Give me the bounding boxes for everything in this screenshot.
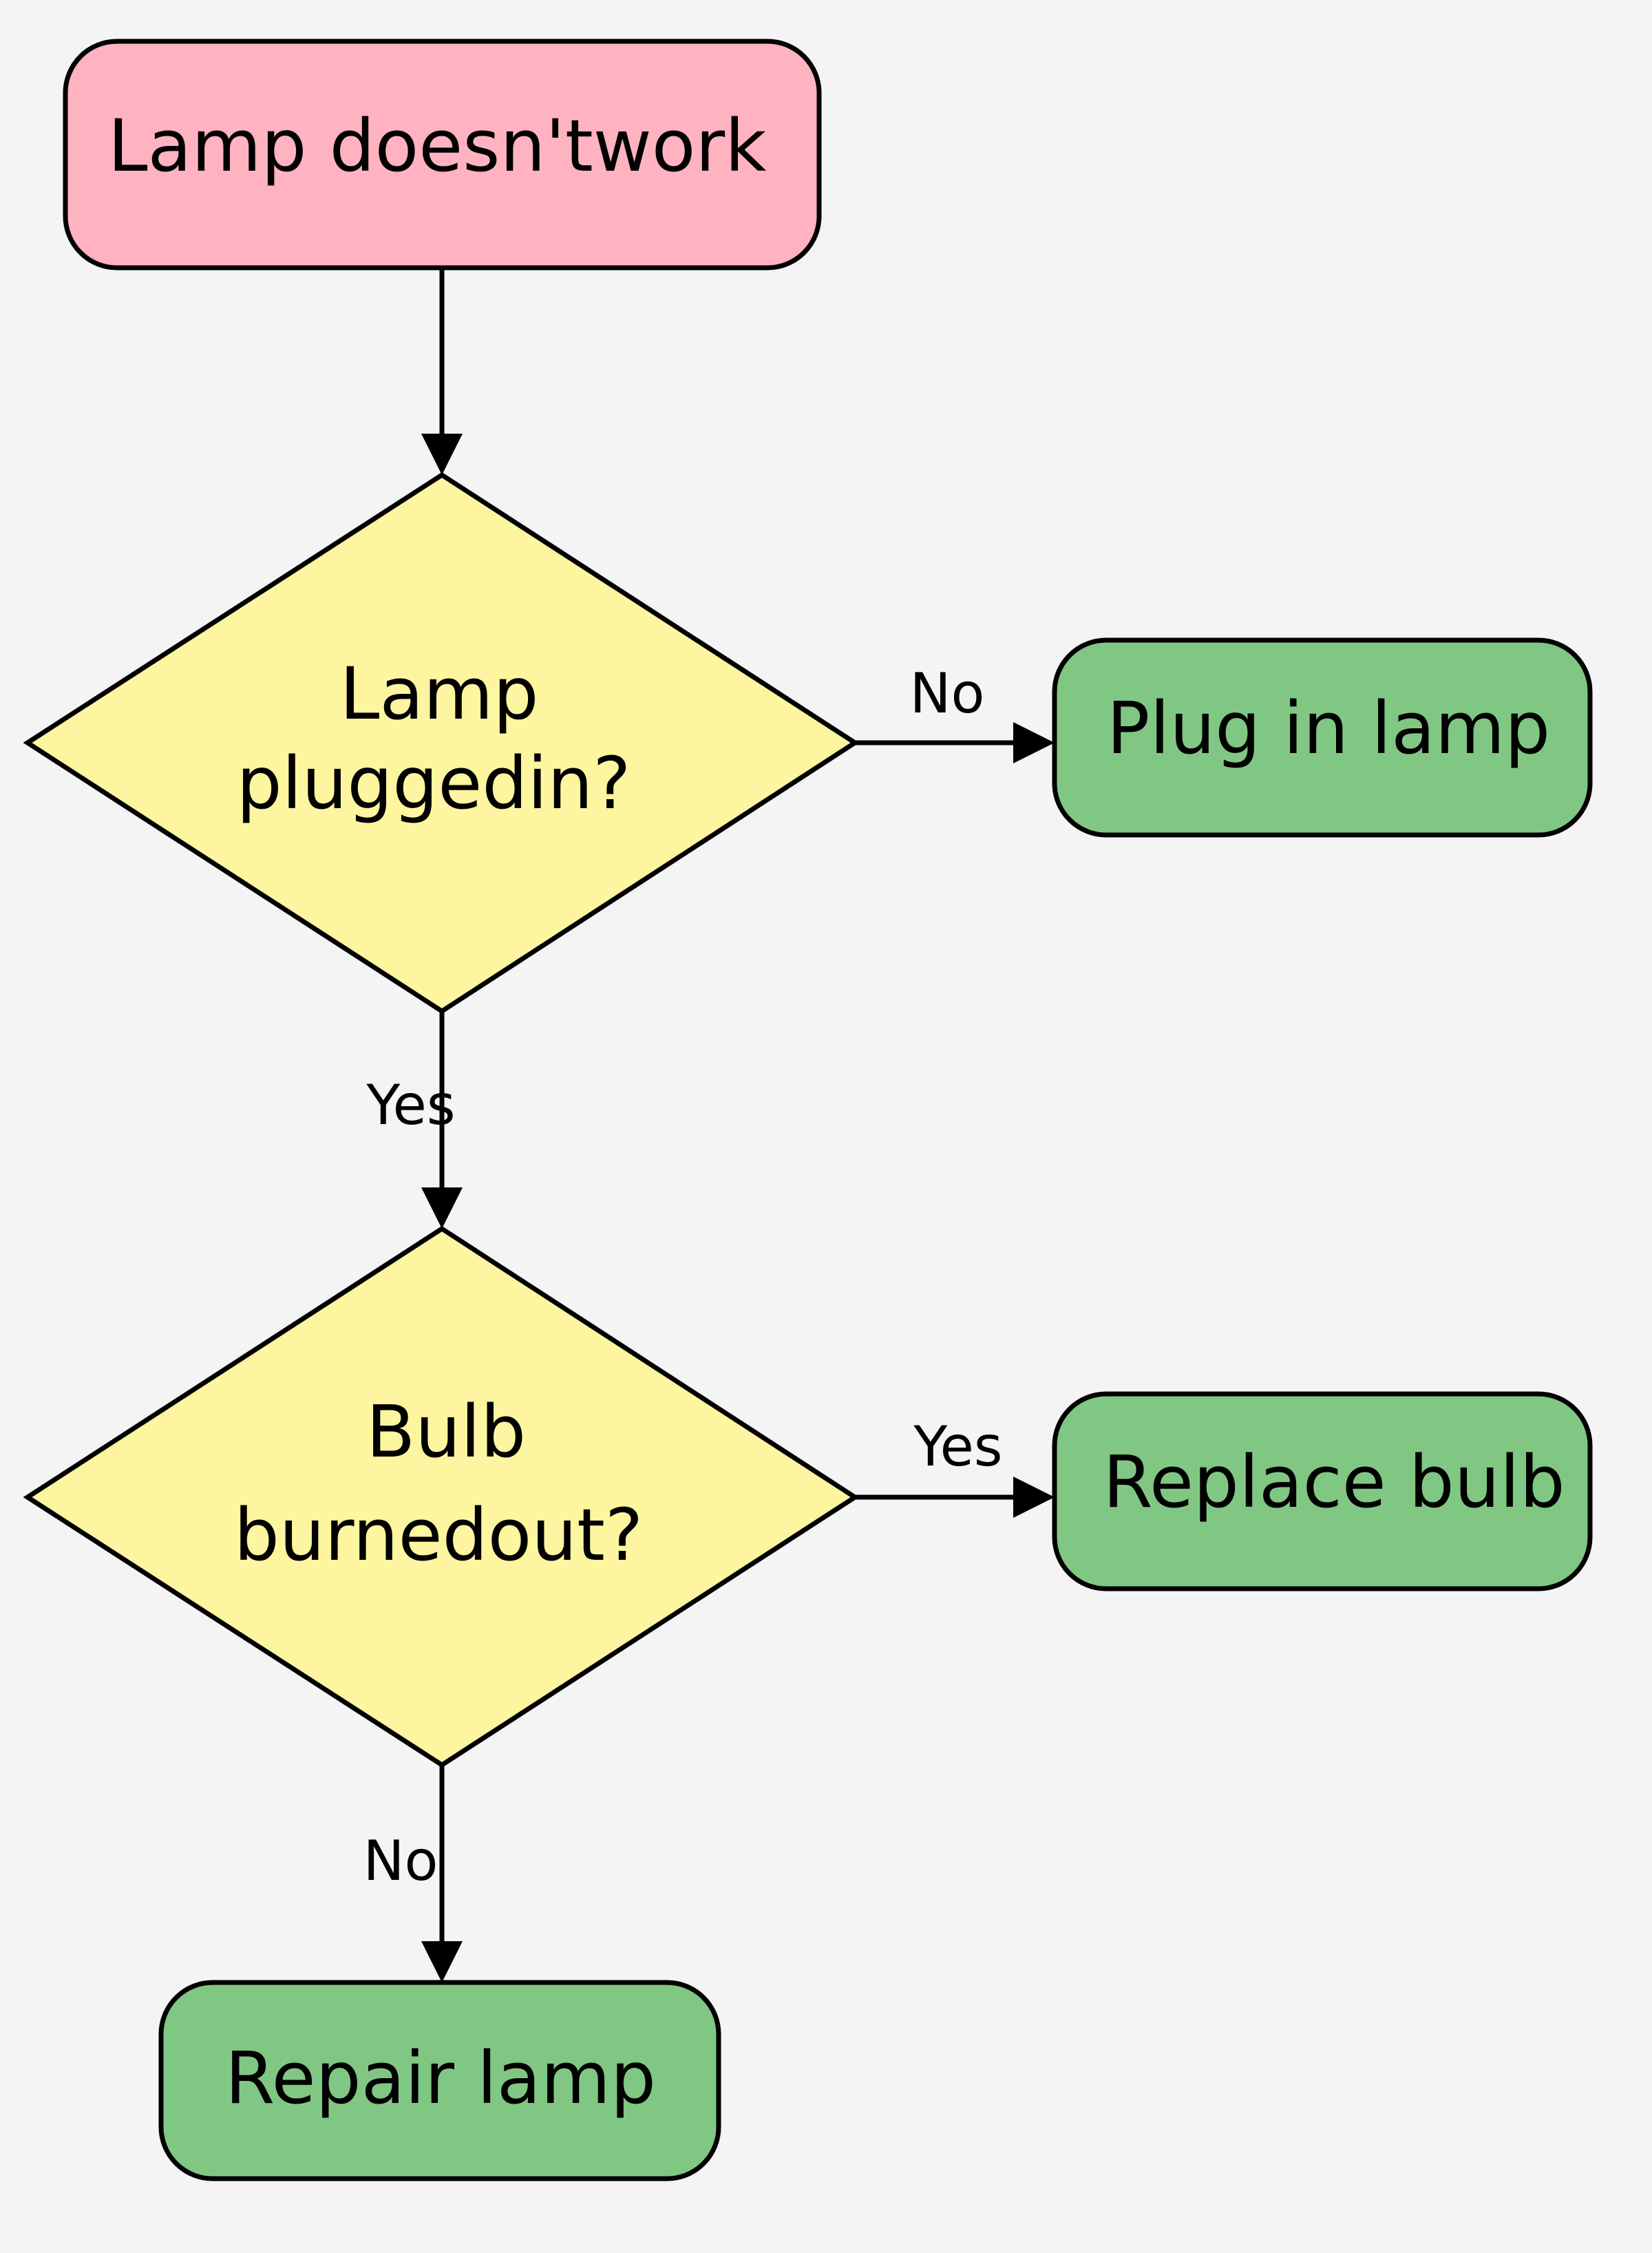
arrowhead-icon	[1013, 722, 1055, 763]
edge-plugged-no: No	[855, 662, 1055, 763]
edge-label-plugged-yes: Yes	[366, 1073, 455, 1137]
node-action-repair-label: Repair lamp	[225, 2036, 656, 2120]
node-decision-bulb-line2: burnedout?	[234, 1493, 643, 1577]
edge-bulb-yes: Yes	[855, 1415, 1055, 1518]
edge-label-plugged-no: No	[910, 662, 985, 726]
node-action-plug-label: Plug in lamp	[1107, 686, 1550, 770]
arrowhead-icon	[421, 1941, 463, 1982]
node-decision-plugged-line2: pluggedin?	[237, 741, 631, 825]
node-decision-plugged-line1: Lamp	[340, 652, 539, 736]
node-action-repair: Repair lamp	[158, 1980, 721, 2181]
arrowhead-icon	[421, 434, 463, 475]
node-start-label: Lamp doesn'twork	[108, 104, 767, 188]
node-action-plug: Plug in lamp	[1052, 637, 1593, 838]
node-start: Lamp doesn'twork	[63, 39, 822, 271]
node-action-replace: Replace bulb	[1052, 1391, 1593, 1591]
edge-bulb-no: No	[363, 1765, 463, 1982]
node-decision-bulb-line1: Bulb	[366, 1390, 526, 1474]
edge-label-bulb-no: No	[363, 1829, 438, 1893]
node-decision-bulb: Bulb burnedout?	[23, 1225, 860, 1768]
edge-plugged-yes: Yes	[366, 1011, 463, 1229]
node-decision-plugged: Lamp pluggedin?	[23, 472, 860, 1015]
edge-start-to-plugged	[421, 268, 463, 475]
edge-label-bulb-yes: Yes	[913, 1415, 1002, 1479]
arrowhead-icon	[1013, 1477, 1055, 1518]
arrowhead-icon	[421, 1187, 463, 1229]
node-action-replace-label: Replace bulb	[1103, 1440, 1565, 1524]
